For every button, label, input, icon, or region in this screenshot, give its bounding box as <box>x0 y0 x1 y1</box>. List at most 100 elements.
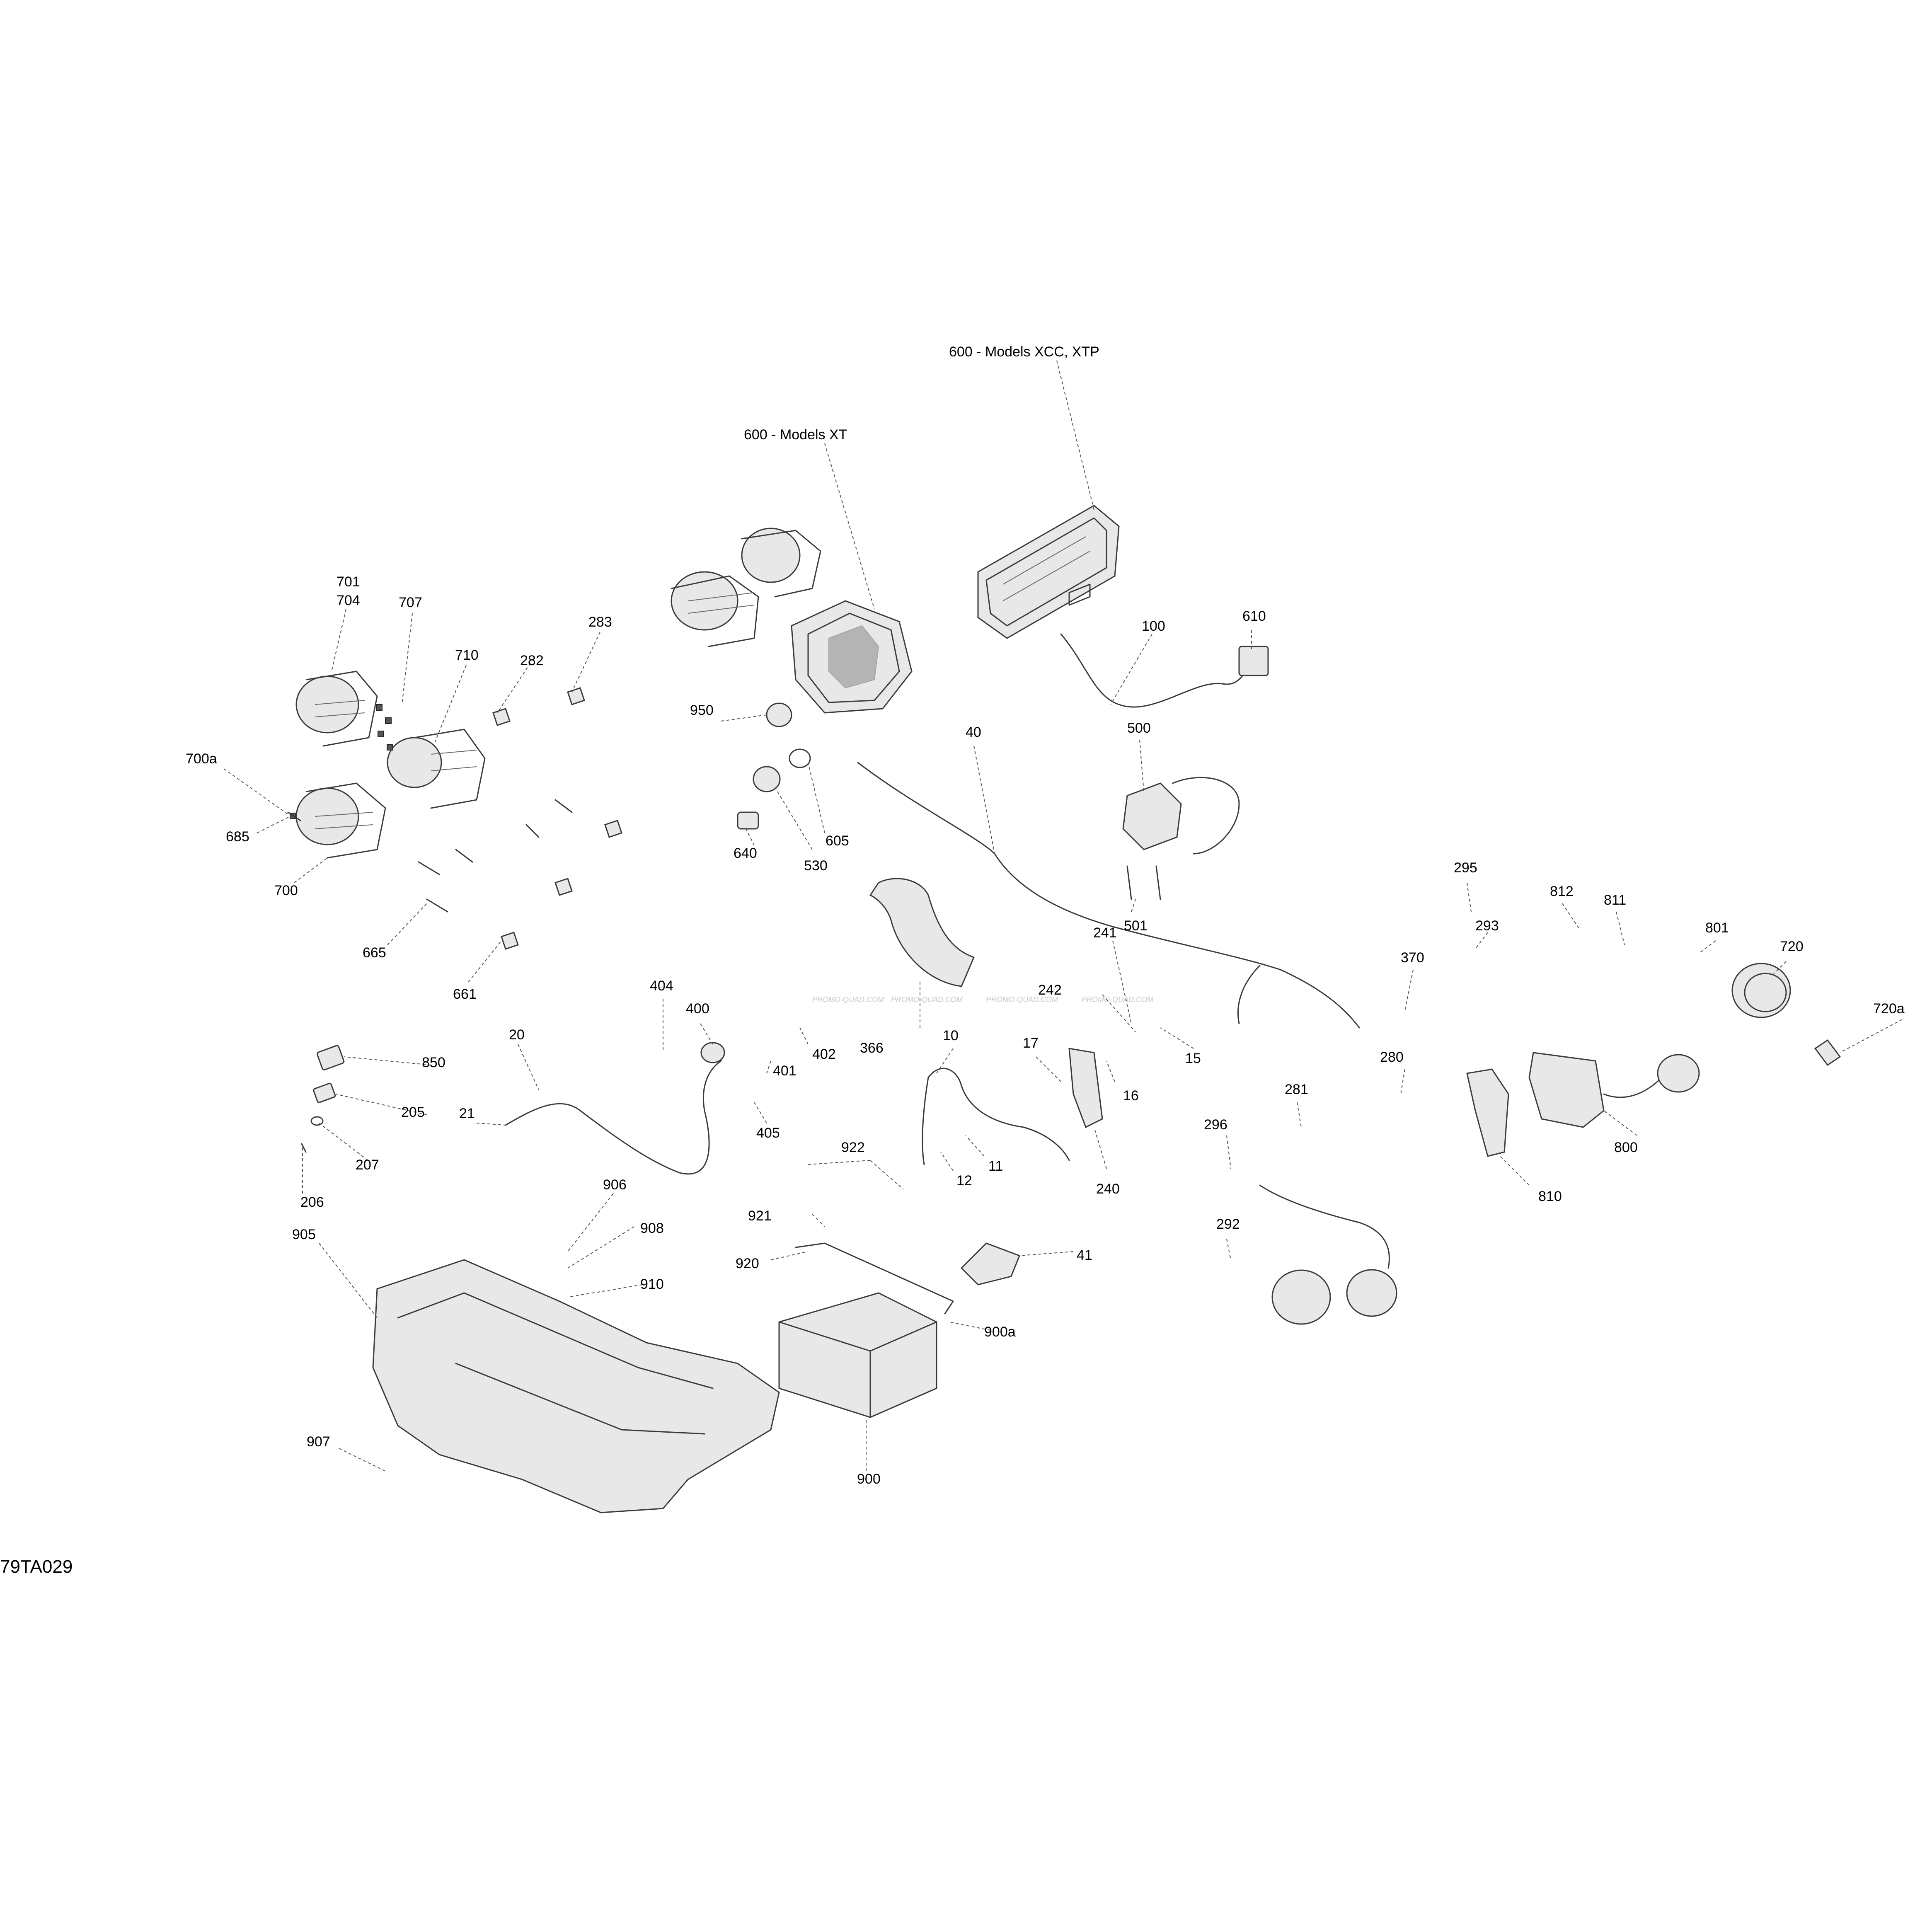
label-812: 812 <box>1550 884 1574 899</box>
label-370: 370 <box>1401 950 1424 966</box>
instrument-cluster-xt <box>791 600 913 714</box>
label-700: 700 <box>274 883 298 898</box>
watermark-3: PROMO-QUAD.COM <box>986 995 1058 1004</box>
label-600-xt: 600 - Models XT <box>744 427 847 443</box>
label-402: 402 <box>812 1046 836 1062</box>
label-910: 910 <box>640 1276 664 1292</box>
label-21: 21 <box>459 1106 475 1121</box>
bracket-810 <box>1466 1068 1509 1157</box>
label-640: 640 <box>734 845 757 861</box>
label-530: 530 <box>804 858 828 874</box>
harness-100 <box>1060 633 1269 708</box>
label-206: 206 <box>300 1194 324 1210</box>
label-610: 610 <box>1242 608 1266 624</box>
label-41: 41 <box>1077 1247 1092 1263</box>
label-280: 280 <box>1380 1049 1404 1065</box>
label-366: 366 <box>860 1040 884 1056</box>
battery-900 <box>778 1292 937 1418</box>
label-801: 801 <box>1705 920 1729 936</box>
label-240: 240 <box>1096 1181 1120 1197</box>
cable-10 <box>922 1068 1070 1165</box>
label-920: 920 <box>736 1256 759 1271</box>
label-15: 15 <box>1185 1051 1201 1066</box>
label-906: 906 <box>603 1177 627 1193</box>
label-704: 704 <box>337 593 360 608</box>
label-405: 405 <box>756 1125 780 1141</box>
label-665: 665 <box>363 945 386 961</box>
watermark-group: PROMO-QUAD.COM PROMO-QUAD.COM PROMO-QUAD… <box>812 995 1153 1004</box>
label-292: 292 <box>1216 1216 1240 1232</box>
label-11: 11 <box>988 1158 1003 1174</box>
label-40: 40 <box>966 724 981 740</box>
label-685: 685 <box>226 829 249 845</box>
label-700a: 700a <box>186 751 217 767</box>
label-811: 811 <box>1604 892 1626 908</box>
label-296: 296 <box>1204 1117 1227 1133</box>
label-501: 501 <box>1124 918 1148 934</box>
label-922: 922 <box>841 1140 865 1155</box>
label-10: 10 <box>943 1028 959 1043</box>
label-295: 295 <box>1454 860 1477 876</box>
switches-950-530-640 <box>737 702 811 830</box>
label-800: 800 <box>1614 1140 1638 1155</box>
label-500: 500 <box>1127 720 1151 736</box>
label-242: 242 <box>1038 982 1062 998</box>
watermark-2: PROMO-QUAD.COM <box>891 995 963 1004</box>
label-100: 100 <box>1142 618 1165 634</box>
headlight-left-lower <box>295 782 386 859</box>
label-850: 850 <box>422 1055 445 1070</box>
module-500 <box>1122 777 1240 900</box>
headlight-housing-710 <box>387 729 486 809</box>
label-283: 283 <box>588 614 612 630</box>
label-401: 401 <box>773 1063 797 1079</box>
watermark-4: PROMO-QUAD.COM <box>1082 995 1153 1004</box>
fog-lights-lower <box>1259 1184 1397 1325</box>
label-907: 907 <box>307 1434 330 1450</box>
instrument-cluster-xcc <box>977 505 1120 639</box>
leader-lines <box>223 360 1903 1472</box>
module-800 <box>1528 1052 1700 1128</box>
label-20: 20 <box>509 1027 525 1043</box>
label-12: 12 <box>956 1173 972 1189</box>
label-293: 293 <box>1475 918 1499 934</box>
bracket-240 <box>1068 1048 1103 1128</box>
watermark-1: PROMO-QUAD.COM <box>812 995 884 1004</box>
label-600-xcc-xtp: 600 - Models XCC, XTP <box>949 344 1099 360</box>
label-701: 701 <box>337 574 360 590</box>
cable-20 <box>505 1042 725 1175</box>
label-720: 720 <box>1780 939 1804 954</box>
headlight-xt-top <box>671 528 821 647</box>
label-404: 404 <box>650 978 673 994</box>
label-707: 707 <box>399 595 422 610</box>
hold-down-920 <box>795 1242 954 1315</box>
label-810: 810 <box>1538 1189 1562 1204</box>
label-900: 900 <box>857 1471 881 1487</box>
connectors-850-205 <box>301 1045 345 1153</box>
light-720 <box>1731 963 1841 1066</box>
label-900a: 900a <box>984 1324 1016 1340</box>
diagram-reference-code: 79TA029 <box>0 1557 73 1577</box>
label-950: 950 <box>690 702 714 718</box>
label-720a: 720a <box>1873 1001 1905 1017</box>
label-17: 17 <box>1023 1035 1039 1051</box>
harness-40 <box>857 762 1360 1029</box>
callout-labels: 600 - Models XCC, XTP 600 - Models XT 70… <box>186 344 1905 1487</box>
duct-366 <box>869 878 975 987</box>
label-205: 205 <box>401 1104 425 1120</box>
label-282: 282 <box>520 653 544 668</box>
label-710: 710 <box>455 647 479 663</box>
label-905: 905 <box>292 1227 316 1242</box>
cover-41 <box>960 1242 1020 1286</box>
label-661: 661 <box>453 986 477 1002</box>
small-hardware-left <box>287 687 622 950</box>
battery-tray-905 <box>372 1259 780 1513</box>
label-16: 16 <box>1123 1088 1139 1104</box>
label-921: 921 <box>748 1208 772 1224</box>
label-241: 241 <box>1093 925 1117 941</box>
label-400: 400 <box>686 1001 709 1017</box>
label-908: 908 <box>640 1220 664 1236</box>
label-605: 605 <box>826 833 849 849</box>
label-207: 207 <box>356 1157 379 1173</box>
label-281: 281 <box>1285 1082 1308 1097</box>
